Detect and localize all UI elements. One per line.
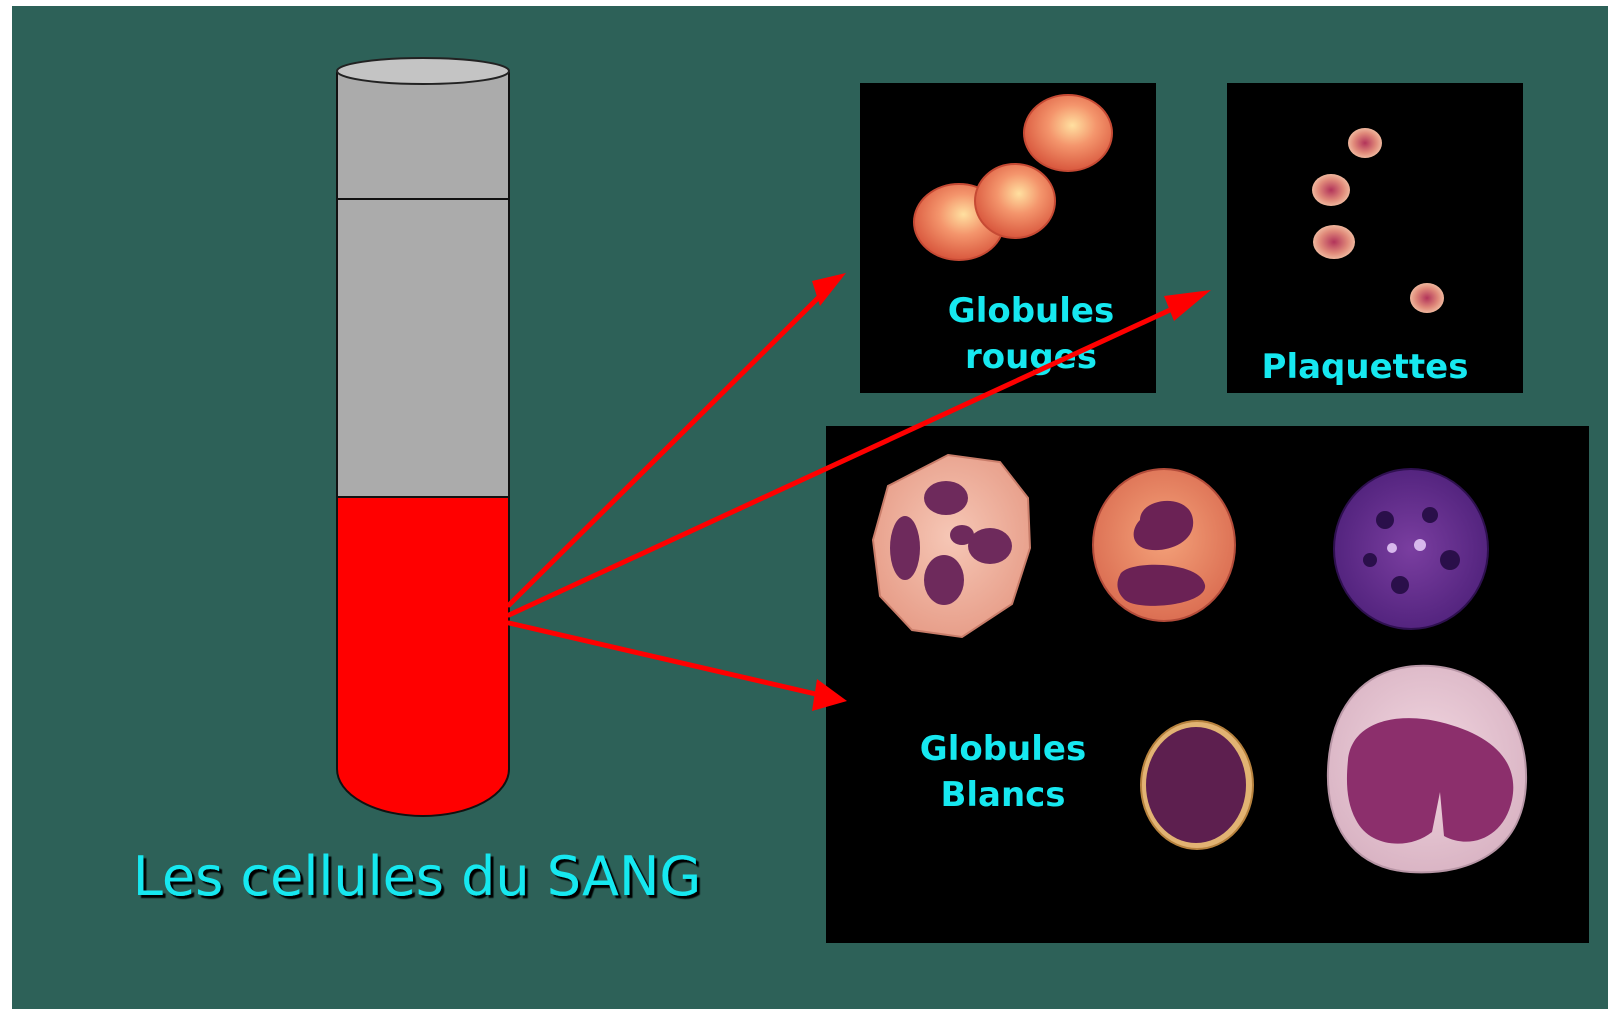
platelet: [1312, 174, 1350, 206]
basophil: [1334, 469, 1488, 629]
white-cells-label-line1: Globules: [920, 729, 1086, 769]
white-cells-panel: Globules Blancs: [826, 426, 1589, 943]
white-cells-label-line2: Blancs: [940, 775, 1065, 815]
platelet: [1348, 128, 1382, 158]
red-blood-cell: [1024, 95, 1112, 171]
red-cells-panel: Globules rouges: [860, 83, 1156, 393]
platelet: [1410, 283, 1444, 313]
eosinophil: [1093, 469, 1235, 621]
red-blood-cell: [975, 164, 1055, 238]
diagram-title: Les cellules du SANG: [133, 845, 701, 908]
test-tube: [337, 58, 509, 816]
tube-blood: [337, 497, 509, 816]
platelet: [1313, 225, 1355, 259]
red-cells-label-line1: Globules: [948, 291, 1114, 331]
monocyte: [1328, 666, 1526, 873]
lymphocyte: [1141, 721, 1253, 849]
tube-empty-top: [337, 73, 509, 199]
tube-plasma: [337, 199, 509, 497]
platelets-label: Plaquettes: [1262, 347, 1469, 387]
platelets-panel: Plaquettes: [1227, 83, 1523, 393]
red-cells-label-line2: rouges: [965, 337, 1097, 377]
tube-rim: [337, 58, 509, 84]
